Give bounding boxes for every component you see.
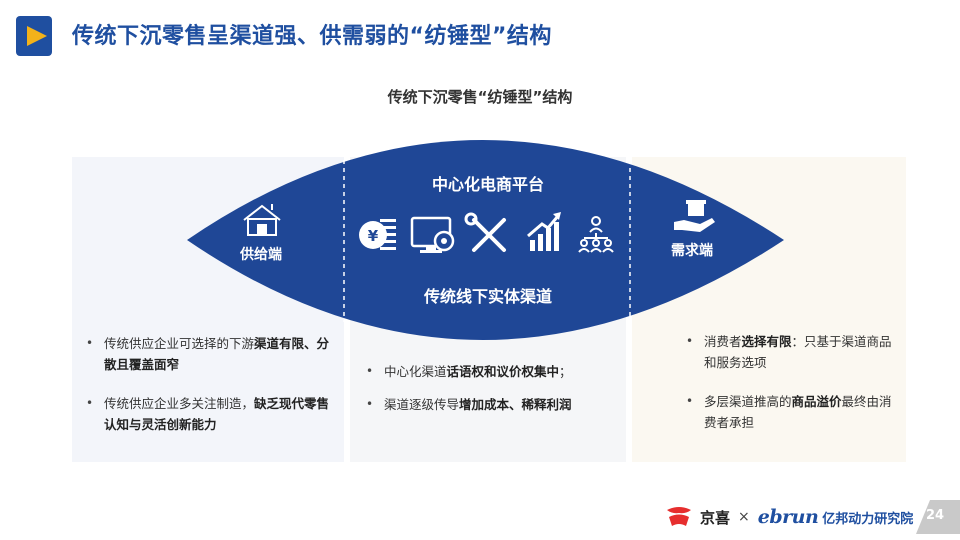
page-number-badge bbox=[916, 500, 960, 534]
jingxi-logo-icon bbox=[667, 507, 691, 526]
brand-logo-icon bbox=[16, 16, 52, 56]
ebrun-logo: ebrun bbox=[757, 506, 819, 528]
page-number: 24 bbox=[926, 508, 945, 523]
times-sign: × bbox=[738, 509, 750, 525]
supply-side-label: 供给端 bbox=[240, 247, 282, 263]
list-item: 消费者选择有限：只基于渠道商品和服务选项 bbox=[682, 331, 896, 373]
list-item: 中心化渠道话语权和议价权集中； bbox=[362, 361, 624, 382]
platform-label: 中心化电商平台 bbox=[431, 175, 544, 194]
demand-bullets: 消费者选择有限：只基于渠道商品和服务选项 多层渠道推高的商品溢价最终由消费者承担 bbox=[682, 331, 896, 451]
hand-box-icon bbox=[674, 200, 715, 232]
list-item: 传统供应企业可选择的下游渠道有限、分散且覆盖面窄 bbox=[82, 333, 332, 375]
channel-bullets: 中心化渠道话语权和议价权集中； 渠道逐级传导增加成本、稀释利润 bbox=[362, 361, 624, 427]
list-item: 传统供应企业多关注制造，缺乏现代零售认知与灵活创新能力 bbox=[82, 393, 332, 435]
jingxi-brand: 京喜 bbox=[700, 508, 731, 527]
supply-bullets: 传统供应企业可选择的下游渠道有限、分散且覆盖面窄 传统供应企业多关注制造，缺乏现… bbox=[82, 333, 332, 453]
ebrun-institute: 亿邦动力研究院 bbox=[822, 511, 914, 527]
monitor-gear-icon bbox=[410, 216, 455, 253]
yuan-coin-icon: ¥ bbox=[359, 219, 396, 250]
page-title: 传统下沉零售呈渠道强、供需弱的“纺锤型”结构 bbox=[72, 24, 552, 49]
org-chart-icon bbox=[578, 216, 614, 253]
list-item: 多层渠道推高的商品溢价最终由消费者承担 bbox=[682, 391, 896, 433]
list-item: 渠道逐级传导增加成本、稀释利润 bbox=[362, 394, 624, 415]
diagram-subtitle: 传统下沉零售“纺锤型”结构 bbox=[387, 88, 573, 106]
demand-side-label: 需求端 bbox=[671, 243, 713, 259]
growth-chart-icon bbox=[527, 212, 561, 251]
tools-icon bbox=[464, 212, 506, 252]
channel-label: 传统线下实体渠道 bbox=[423, 287, 552, 306]
house-icon bbox=[243, 204, 281, 236]
svg-text:¥: ¥ bbox=[368, 227, 379, 245]
footer-logos: 京喜 × ebrun 亿邦动力研究院 bbox=[664, 504, 913, 530]
